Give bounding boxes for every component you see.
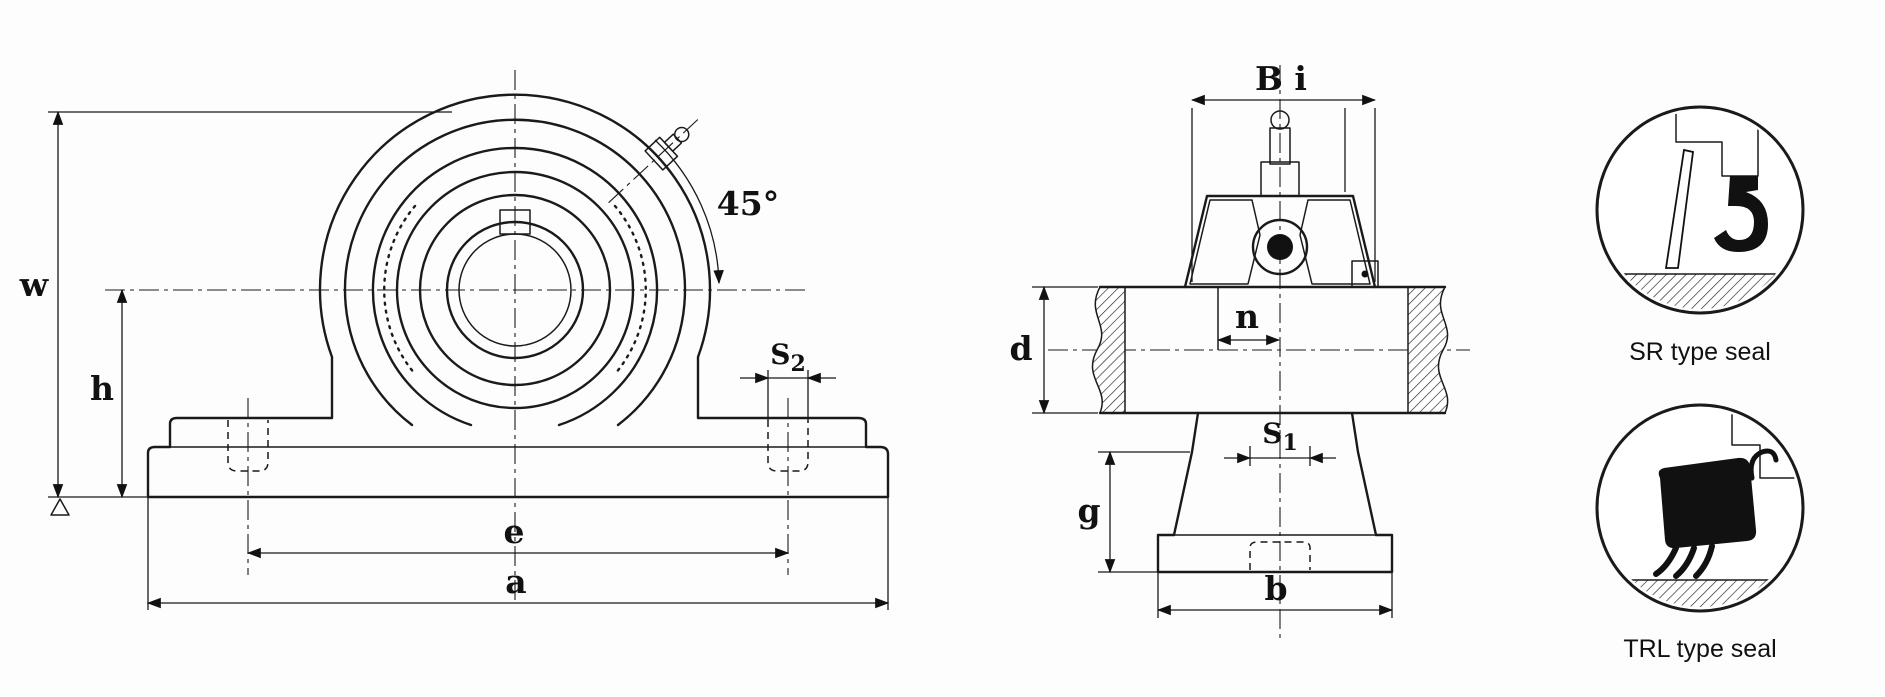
nipple-stem — [1269, 127, 1291, 165]
sr-seal-lip — [1664, 148, 1694, 269]
shaft-break-hatch-right — [1408, 287, 1448, 413]
nipple-base — [1260, 161, 1300, 197]
trl-seal-lips — [1653, 543, 1715, 579]
cap-hatch-left — [1189, 199, 1261, 285]
grease-fitting-neck — [663, 133, 683, 152]
dim-label-g: g — [1077, 491, 1100, 530]
locking-collar — [1351, 260, 1379, 288]
dim-label-s1: S1 — [1262, 417, 1298, 456]
dim-label-e: e — [504, 512, 525, 551]
datum-triangle — [50, 498, 70, 516]
sr-seal-detail: SR type seal — [1595, 105, 1805, 366]
nipple-ball — [1270, 110, 1290, 130]
dim-label-s2: S2 — [770, 338, 806, 377]
front-view: 45° w h e a S2 — [19, 70, 890, 610]
shaft-break-left — [1091, 286, 1103, 414]
dim-label-Bi: B i — [1255, 59, 1307, 98]
dim-label-n: n — [1235, 297, 1259, 336]
grease-fitting-axis — [606, 119, 699, 206]
shaft-break-hatch-left — [1092, 287, 1125, 413]
dim-label-a: a — [505, 562, 526, 601]
angle-label: 45° — [717, 184, 779, 223]
trl-housing-hatch — [1731, 409, 1799, 479]
ball-track-arc-left — [383, 204, 417, 376]
body-side-left — [1172, 411, 1200, 537]
dim-label-w: w — [19, 265, 50, 304]
sr-detail-circle — [1595, 105, 1805, 315]
ball-inner — [1267, 234, 1293, 260]
body-side-right — [1350, 411, 1378, 537]
grease-fitting-front — [606, 119, 699, 206]
sr-seal-profile — [1714, 176, 1768, 252]
grease-fitting-dome — [673, 126, 690, 143]
base-slot-hidden — [1249, 541, 1311, 570]
trl-caption: TRL type seal — [1623, 635, 1776, 663]
sr-housing-hatch — [1675, 111, 1759, 177]
dim-label-b: b — [1264, 569, 1287, 608]
trl-shaft-hatch — [1601, 580, 1799, 607]
ball-outer — [1251, 218, 1309, 276]
side-view: B i d n S1 g b — [1009, 59, 1470, 640]
dim-label-d: d — [1009, 329, 1032, 368]
cap-hatch-right — [1299, 199, 1371, 285]
bolt-slot-right — [767, 420, 809, 472]
angle-arc — [654, 139, 724, 285]
trl-seal-hook — [1748, 448, 1779, 481]
trl-seal-body — [1658, 457, 1757, 549]
sr-caption: SR type seal — [1629, 338, 1771, 366]
collar-setscrew-dot — [1361, 270, 1369, 278]
bolt-slot-left — [227, 420, 269, 472]
ball-track-arc-right — [613, 204, 647, 376]
base-outline-side — [1156, 533, 1394, 574]
shaft-break-right — [1437, 286, 1449, 414]
trl-seal-detail: TRL type seal — [1595, 403, 1805, 663]
dim-label-h: h — [90, 369, 114, 408]
housing-base-outline — [146, 93, 890, 499]
